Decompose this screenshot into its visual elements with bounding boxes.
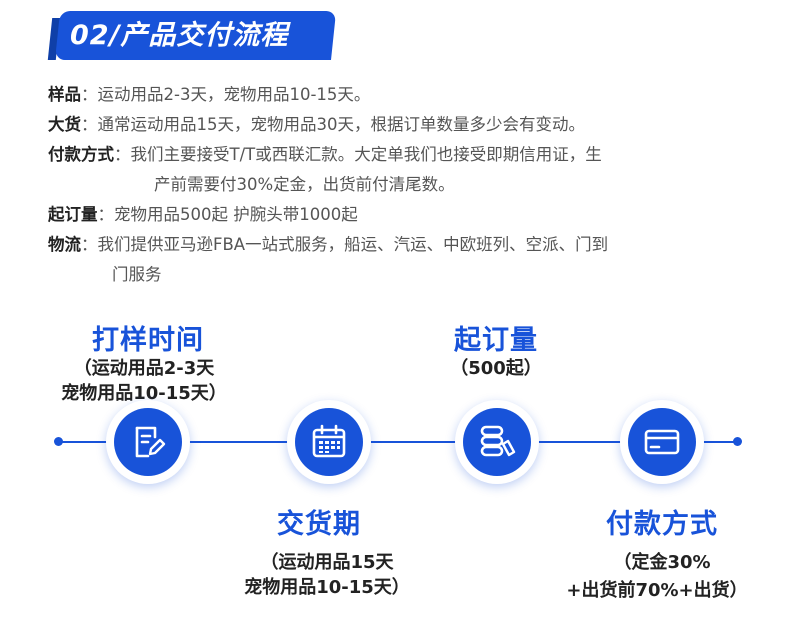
info-label: 起订量 [48,205,98,224]
credit-card-icon [644,429,680,455]
timeline-start-dot [54,437,63,446]
stacked-coins-icon [480,425,516,457]
step-title-moq: 起订量 [454,325,538,356]
info-line-sample: 样品：运动用品2-3天，宠物用品10-15天。 [48,80,370,110]
info-sep: ： [81,85,98,104]
info-text: 我们提供亚马逊FBA一站式服务，船运、汽运、中欧班列、空派、门到 [97,235,609,254]
info-line-payment-cont: 产前需要付30%定金，出货前付清尾数。 [154,175,455,194]
step-detail-delivery-2: 宠物用品10-15天） [244,577,410,598]
info-text: 宠物用品500起 护腕头带1000起 [114,205,358,224]
timeline-line [58,441,738,443]
info-sep: ： [81,115,98,134]
info-label: 大货 [48,115,81,134]
info-text: 通常运动用品15天，宠物用品30天，根据订单数量多少会有变动。 [97,115,586,134]
info-label: 付款方式 [48,145,114,164]
step-detail-sampling-2: 宠物用品10-15天） [61,383,227,404]
section-title: 02/产品交付流程 [70,20,289,51]
info-line-moq: 起订量：宠物用品500起 护腕头带1000起 [48,200,358,230]
info-line-logistics-cont: 门服务 [112,265,162,284]
timeline-end-dot [733,437,742,446]
calendar-icon [312,424,346,458]
info-text: 运动用品2-3天，宠物用品10-15天。 [97,85,371,104]
step-detail-moq-1: （500起） [450,358,542,379]
step-circle-payment [620,400,704,484]
info-sep: ： [114,145,131,164]
info-sep: ： [81,235,98,254]
info-label: 样品 [48,85,81,104]
info-label: 物流 [48,235,81,254]
step-detail-payment-2: +出货前70%+出货） [566,580,748,601]
info-line-payment: 付款方式：我们主要接受T/T或西联汇款。大定单我们也接受即期信用证，生 [48,140,602,170]
step-detail-sampling-1: （运动用品2-3天 [73,358,215,379]
step-circle-moq [455,400,539,484]
step-title-delivery: 交货期 [277,509,361,540]
info-sep: ： [97,205,115,224]
info-text: 我们主要接受T/T或西联汇款。大定单我们也接受即期信用证，生 [130,145,602,164]
step-detail-delivery-1: （运动用品15天 [260,552,394,573]
step-title-sampling: 打样时间 [92,325,204,356]
step-circle-delivery [287,400,371,484]
document-edit-icon [135,426,166,458]
info-line-logistics: 物流：我们提供亚马逊FBA一站式服务，船运、汽运、中欧班列、空派、门到 [48,230,608,260]
step-circle-sampling [106,400,190,484]
info-line-bulk: 大货：通常运动用品15天，宠物用品30天，根据订单数量多少会有变动。 [48,110,585,140]
step-detail-payment-1: （定金30% [613,552,711,573]
step-title-payment: 付款方式 [606,509,718,540]
